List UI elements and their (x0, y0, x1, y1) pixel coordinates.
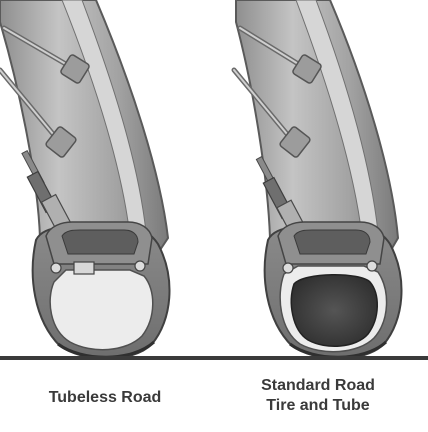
ground-line (0, 356, 428, 360)
caption-line: Tire and Tube (266, 397, 370, 414)
standard-panel (231, 0, 403, 360)
valve-base (73, 261, 95, 275)
inner-tube (290, 274, 378, 347)
bead-hook-left (50, 262, 62, 274)
tubeless-panel (0, 0, 171, 360)
spoke-highlight (233, 69, 293, 141)
spoke-highlight (239, 27, 309, 71)
caption-line: Tubeless Road (48, 389, 162, 406)
spoke-nipple (60, 54, 90, 84)
caption-line: Standard Road (261, 377, 375, 394)
spoke-highlight (3, 27, 77, 71)
rim-cavity (61, 229, 139, 255)
bead-hook-right (134, 260, 146, 272)
spoke-highlight (0, 69, 59, 141)
tubeless-caption: Tubeless Road (10, 388, 200, 408)
spoke-nipple (279, 126, 311, 158)
standard-caption: Standard Road Tire and Tube (228, 376, 408, 416)
bead-hook-right (366, 260, 378, 272)
rim-cavity (293, 229, 371, 255)
bead-hook-left (282, 262, 294, 274)
tire-air-chamber (49, 269, 154, 351)
spoke-nipple (45, 126, 77, 158)
spoke-nipple (292, 54, 322, 84)
